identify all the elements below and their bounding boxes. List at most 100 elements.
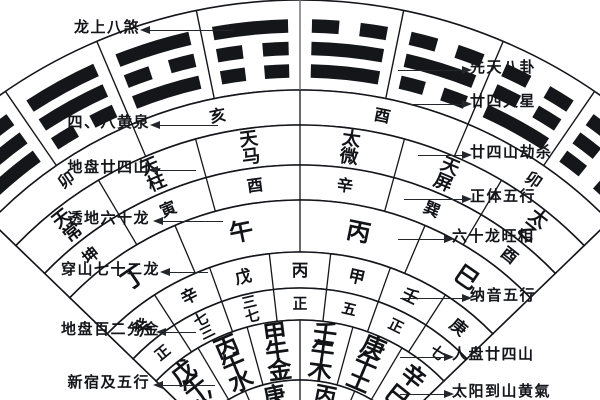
ring-cell-char: 甲 <box>261 317 289 349</box>
ring-cell-char: 壬 <box>311 317 339 349</box>
annotation-label-si-ba-huang-quan: 四、八黄泉 <box>67 113 150 131</box>
trigram-bar-broken <box>311 19 340 35</box>
ring-cell-char: 七 <box>191 309 212 331</box>
ring-cell-char: 天 <box>238 128 260 151</box>
ring-divider <box>336 326 354 386</box>
annotation-label-xian-tian-ba-gua: 先天八卦 <box>470 58 537 76</box>
trigram-bar-broken <box>491 84 522 108</box>
annotation-label-tou-di-liu-shi-long: 透地六十龙 <box>67 209 150 227</box>
ring-cell-char: 午 <box>263 336 291 368</box>
annotation-label-di-pan-bai-er-fen-jin: 地盘百二分金 <box>60 320 160 338</box>
ring-cell-char: 马 <box>241 146 262 169</box>
ring-divider <box>377 267 392 302</box>
ring-divider <box>366 301 379 332</box>
trigram-bar-solid <box>311 41 385 63</box>
trigram-bar-solid <box>26 63 99 112</box>
annotation-label-chuan-shan-qi-shi-er-long: 穿山七十二龙 <box>60 260 160 278</box>
ring-cell-char: 丙 <box>344 216 373 248</box>
ring-divider <box>466 333 494 360</box>
ring-cell-char: 酉 <box>372 105 392 127</box>
trigram-bar-solid <box>310 64 381 85</box>
trigram-bar-solid <box>482 104 550 150</box>
compass-ring-ring-liu-shi-long-wang-xiang: 正七三三七正五正七 <box>131 287 469 383</box>
arrowhead-na-yin-wu-xing <box>462 293 472 302</box>
leader-line-chuan-shan-qi-shi-er-long <box>170 272 208 273</box>
ring-divider <box>529 272 556 299</box>
leader-line-liu-shi-long-wang-xiang <box>398 239 444 240</box>
ring-divider <box>244 390 250 400</box>
trigram-bar-broken <box>543 86 574 112</box>
arrowhead-xian-tian-ba-gua <box>462 65 472 74</box>
ring-divider <box>154 294 175 326</box>
ring-cell-char: 正 <box>293 296 308 313</box>
ring-cell-char: 五 <box>340 300 358 320</box>
trigram-bar-solid <box>0 114 15 136</box>
ring-divider <box>383 177 395 212</box>
compass-ring-ring-chuan-shan-qi-shi-er-long: 丙午庚午丙午辛巳 <box>212 379 388 400</box>
ring-divider <box>195 10 215 99</box>
ring-cell-char: 辛 <box>336 175 354 196</box>
ring-divider <box>132 358 157 382</box>
arrowhead-di-pan-nian-si-shan <box>148 165 158 174</box>
arrowhead-nian-si-shan-jie-sha <box>462 150 472 159</box>
trigram-bar-broken <box>123 66 153 88</box>
annotation-label-xin-xiu-ji-wu-xing: 新宿及五行 <box>67 373 150 391</box>
compass-ring-ring-tou-di-liu-shi-long: 戊午火丙午水甲午金壬午木庚午土辛巳 <box>155 317 445 400</box>
ring-divider <box>97 179 120 215</box>
ring-divider <box>4 91 58 167</box>
ring-divider <box>443 358 468 382</box>
annotation-label-di-pan-nian-si-shan: 地盘廿四山 <box>67 158 150 176</box>
leader-line-ren-pan-nian-si-shan <box>400 357 444 358</box>
annotation-label-nian-si-shan-jie-sha: 廿四山劫杀 <box>470 143 553 161</box>
ring-divider <box>554 245 585 274</box>
ring-divider <box>542 91 596 167</box>
compass-ring-ring-nian-si-tian-xing: 天常天柱天马太微天屏太乙 <box>14 124 586 275</box>
ring-divider <box>197 347 230 400</box>
trigram-bar-solid <box>211 19 289 41</box>
ring-divider <box>69 297 108 335</box>
ring-cell-char: 丙 <box>292 260 309 280</box>
ring-cell-char: 亥 <box>208 105 228 127</box>
ring-cell-char: 三 <box>240 293 258 313</box>
ring-divider <box>155 380 177 400</box>
ring-divider <box>246 326 264 386</box>
trigram-bar-broken <box>454 44 485 67</box>
trigram-bar-broken <box>215 45 244 63</box>
arrowhead-chuan-shan-qi-shi-er-long <box>160 267 170 276</box>
annotation-label-nian-si-tian-xing: 廿四天星 <box>470 92 537 110</box>
ring-divider <box>272 289 278 322</box>
ring-divider <box>407 324 427 353</box>
leader-line-tou-di-liu-shi-long <box>163 221 223 222</box>
trigram-bar-broken <box>167 53 197 74</box>
ring-cell-char: 寅 <box>157 197 179 221</box>
ring-divider <box>350 390 356 400</box>
ring-divider <box>0 229 17 247</box>
arrowhead-nian-si-tian-xing <box>462 99 472 108</box>
ring-divider <box>174 225 196 274</box>
ring-cell-char: 七 <box>243 307 261 327</box>
ring-divider <box>322 289 328 322</box>
arrowhead-liu-shi-long-wang-xiang <box>444 234 454 243</box>
arrowhead-si-ba-huang-quan <box>150 120 160 129</box>
trigram-bar-broken <box>398 75 426 95</box>
ring-divider <box>467 41 504 125</box>
annotation-label-ren-pan-nian-si-shan: 人盘廿四山 <box>452 345 535 363</box>
ring-divider <box>131 123 147 157</box>
leader-line-si-ba-huang-quan <box>160 125 218 126</box>
trigram-bar-broken <box>572 132 600 159</box>
ring-divider <box>208 267 223 302</box>
ring-divider <box>96 41 133 125</box>
trigram-bar-solid <box>115 31 192 67</box>
ring-divider <box>44 272 71 299</box>
arrowhead-xin-xiu-ji-wu-xing <box>153 380 163 389</box>
ring-divider <box>173 324 193 353</box>
leader-line-nian-si-shan-jie-sha <box>418 155 462 156</box>
leader-line-di-pan-nian-si-shan <box>158 170 196 171</box>
compass-ring-ring-nian-si-shan-jie-sha: 坤寅酉辛巽酉 <box>43 164 557 299</box>
arrowhead-tou-di-liu-shi-long <box>153 216 163 225</box>
annotation-label-tai-yang-dao-shan-huang-qi: 太阳到山黄氣 <box>452 382 552 400</box>
ring-divider <box>118 214 138 246</box>
ring-divider <box>194 138 207 178</box>
